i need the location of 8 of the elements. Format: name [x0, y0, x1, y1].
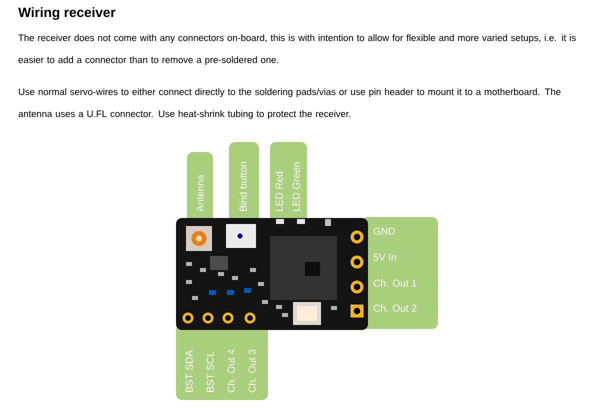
label-tab: Antenna — [187, 152, 213, 226]
label-tab: GND 5V In Ch. Out 1 Ch. Out 2 — [362, 217, 438, 329]
paragraph: Use normal servo-wires to either connect directly to the soldering pads/vias or use pin header to mount it to a motherboard. The antenna uses a U.FL connector. Use heat-shrink tubing to protect the receiver. — [18, 88, 561, 119]
label-tab: Bind button — [229, 142, 259, 226]
label-tab: LED Red LED Green — [270, 142, 307, 226]
paragraph: The receiver does not come with any connectors on-board, this is with intention to allow for flexible and more varied setups, i.e. it is easier to add a connector than to remove a pre-soldered one. — [18, 34, 576, 65]
heading: Wiring receiver — [18, 7, 116, 20]
label-tab: BST SDA BST SCL Ch. Out 4 Ch. Out 3 — [176, 324, 268, 400]
